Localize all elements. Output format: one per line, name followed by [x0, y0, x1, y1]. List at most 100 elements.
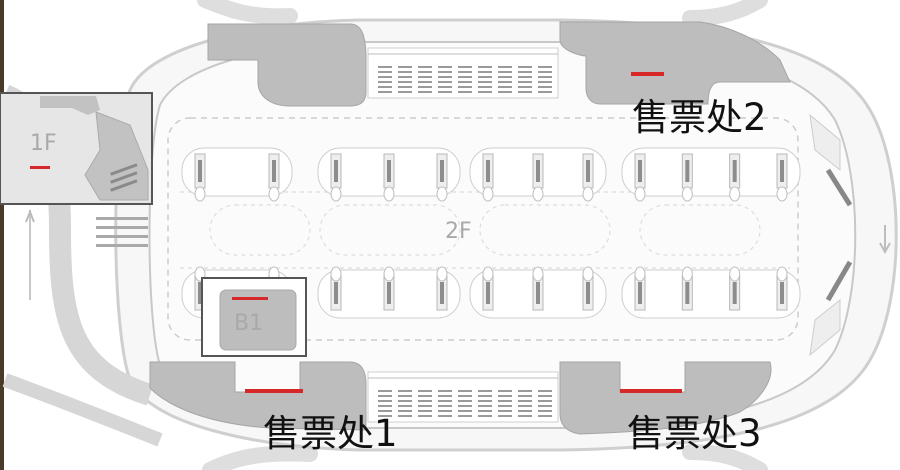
- barrier-gate-line: [478, 86, 492, 88]
- seat-row-core: [387, 160, 391, 182]
- seat-row-core: [685, 282, 690, 304]
- barrier-gate-line: [518, 405, 532, 407]
- barrier-gate-line: [398, 71, 412, 73]
- barrier-gate-line: [478, 81, 492, 83]
- barrier-gate-line: [518, 410, 532, 412]
- barrier-gate-line: [498, 395, 512, 397]
- barrier-gate-line: [438, 400, 452, 402]
- seat-row-core: [638, 160, 642, 182]
- barrier-gate-line: [418, 415, 432, 417]
- platform-island: [621, 147, 801, 197]
- barrier-gate-line: [478, 405, 492, 407]
- barrier-gate-line: [418, 410, 432, 412]
- column-post: [532, 266, 544, 282]
- barrier-gate-line: [538, 81, 552, 83]
- floor-label-main: 2F: [445, 219, 472, 244]
- ticket-office-markers: [245, 72, 682, 393]
- barrier-gate-line: [418, 390, 432, 392]
- seat-row-core: [685, 160, 690, 182]
- barrier-gate-line: [418, 66, 432, 68]
- barrier-gate-line: [418, 405, 432, 407]
- column-post: [436, 186, 448, 202]
- barrier-gate-line: [498, 81, 512, 83]
- seat-row-core: [586, 282, 590, 304]
- seat-row-core: [586, 160, 590, 182]
- barrier-gate-line: [538, 76, 552, 78]
- column-post: [681, 266, 693, 282]
- barrier-gate-line: [438, 390, 452, 392]
- seat-row-core: [780, 282, 784, 304]
- seat-row-core: [536, 160, 540, 182]
- barrier-gate-line: [438, 415, 452, 417]
- seat-row-core: [486, 160, 490, 182]
- barrier-gate-line: [538, 410, 552, 412]
- edge-strip: [0, 0, 4, 470]
- barrier-gate-line: [498, 71, 512, 73]
- barrier-gate-line: [478, 66, 492, 68]
- floor-label-b1: B1: [234, 311, 263, 336]
- platform-island: [181, 147, 293, 197]
- barrier-gate-line: [438, 405, 452, 407]
- column-post: [582, 266, 594, 282]
- barrier-gate-line: [378, 81, 392, 83]
- seat-row-core: [272, 160, 276, 182]
- barrier-gate-line: [458, 81, 472, 83]
- barrier-gate-line: [438, 91, 452, 93]
- column-post: [729, 266, 741, 282]
- barrier-gate-line: [538, 66, 552, 68]
- barrier-gate-line: [398, 405, 412, 407]
- barrier-gate-line: [458, 390, 472, 392]
- barrier-gate-line: [378, 415, 392, 417]
- barrier-gate-line: [418, 71, 432, 73]
- column-post: [383, 186, 395, 202]
- barrier-gate-line: [398, 415, 412, 417]
- column-post: [194, 186, 206, 202]
- floor-label-1f: 1F: [30, 131, 57, 156]
- seat-row-core: [732, 282, 737, 304]
- barrier-gate-line: [458, 415, 472, 417]
- seat-row-core: [334, 282, 338, 304]
- barrier-gate-line: [498, 415, 512, 417]
- ticket-marker-1f: [30, 166, 50, 169]
- barrier-gate-line: [458, 71, 472, 73]
- barrier-gate-line: [378, 405, 392, 407]
- barrier-gate-line: [378, 390, 392, 392]
- seat-row-core: [198, 282, 202, 304]
- barrier-gate-line: [518, 76, 532, 78]
- barrier-gate-line: [458, 86, 472, 88]
- barrier-gate-line: [538, 395, 552, 397]
- seat-row-core: [198, 160, 202, 182]
- seat-row-core: [440, 282, 444, 304]
- barrier-gate-line: [498, 390, 512, 392]
- barrier-gate-line: [378, 86, 392, 88]
- barrier-gate-line: [438, 81, 452, 83]
- barrier-gate-line: [498, 86, 512, 88]
- barrier-gate-line: [398, 86, 412, 88]
- waiting-hall-boundary: [167, 117, 799, 341]
- barrier-gate-line: [538, 71, 552, 73]
- barrier-gate-line: [538, 390, 552, 392]
- barrier-gate-line: [498, 91, 512, 93]
- seat-row-core: [486, 282, 490, 304]
- waiting-areas: [181, 147, 801, 319]
- corner-zones: [149, 21, 791, 435]
- barrier-gate-line: [378, 395, 392, 397]
- barrier-gate-line: [518, 71, 532, 73]
- barrier-gate-line: [398, 76, 412, 78]
- barrier-gate-line: [498, 76, 512, 78]
- barrier-gate-line: [458, 405, 472, 407]
- barrier-gate-line: [538, 91, 552, 93]
- column-post: [634, 186, 646, 202]
- column-post: [634, 266, 646, 282]
- barrier-gate-line: [458, 410, 472, 412]
- barrier-gate-line: [538, 405, 552, 407]
- barrier-gate-line: [438, 76, 452, 78]
- left-stairs: [96, 217, 148, 247]
- barrier-gate-line: [478, 390, 492, 392]
- column-post: [532, 186, 544, 202]
- barrier-gate-line: [418, 81, 432, 83]
- platform-island: [621, 269, 801, 319]
- barrier-gate-line: [538, 86, 552, 88]
- column-post: [681, 186, 693, 202]
